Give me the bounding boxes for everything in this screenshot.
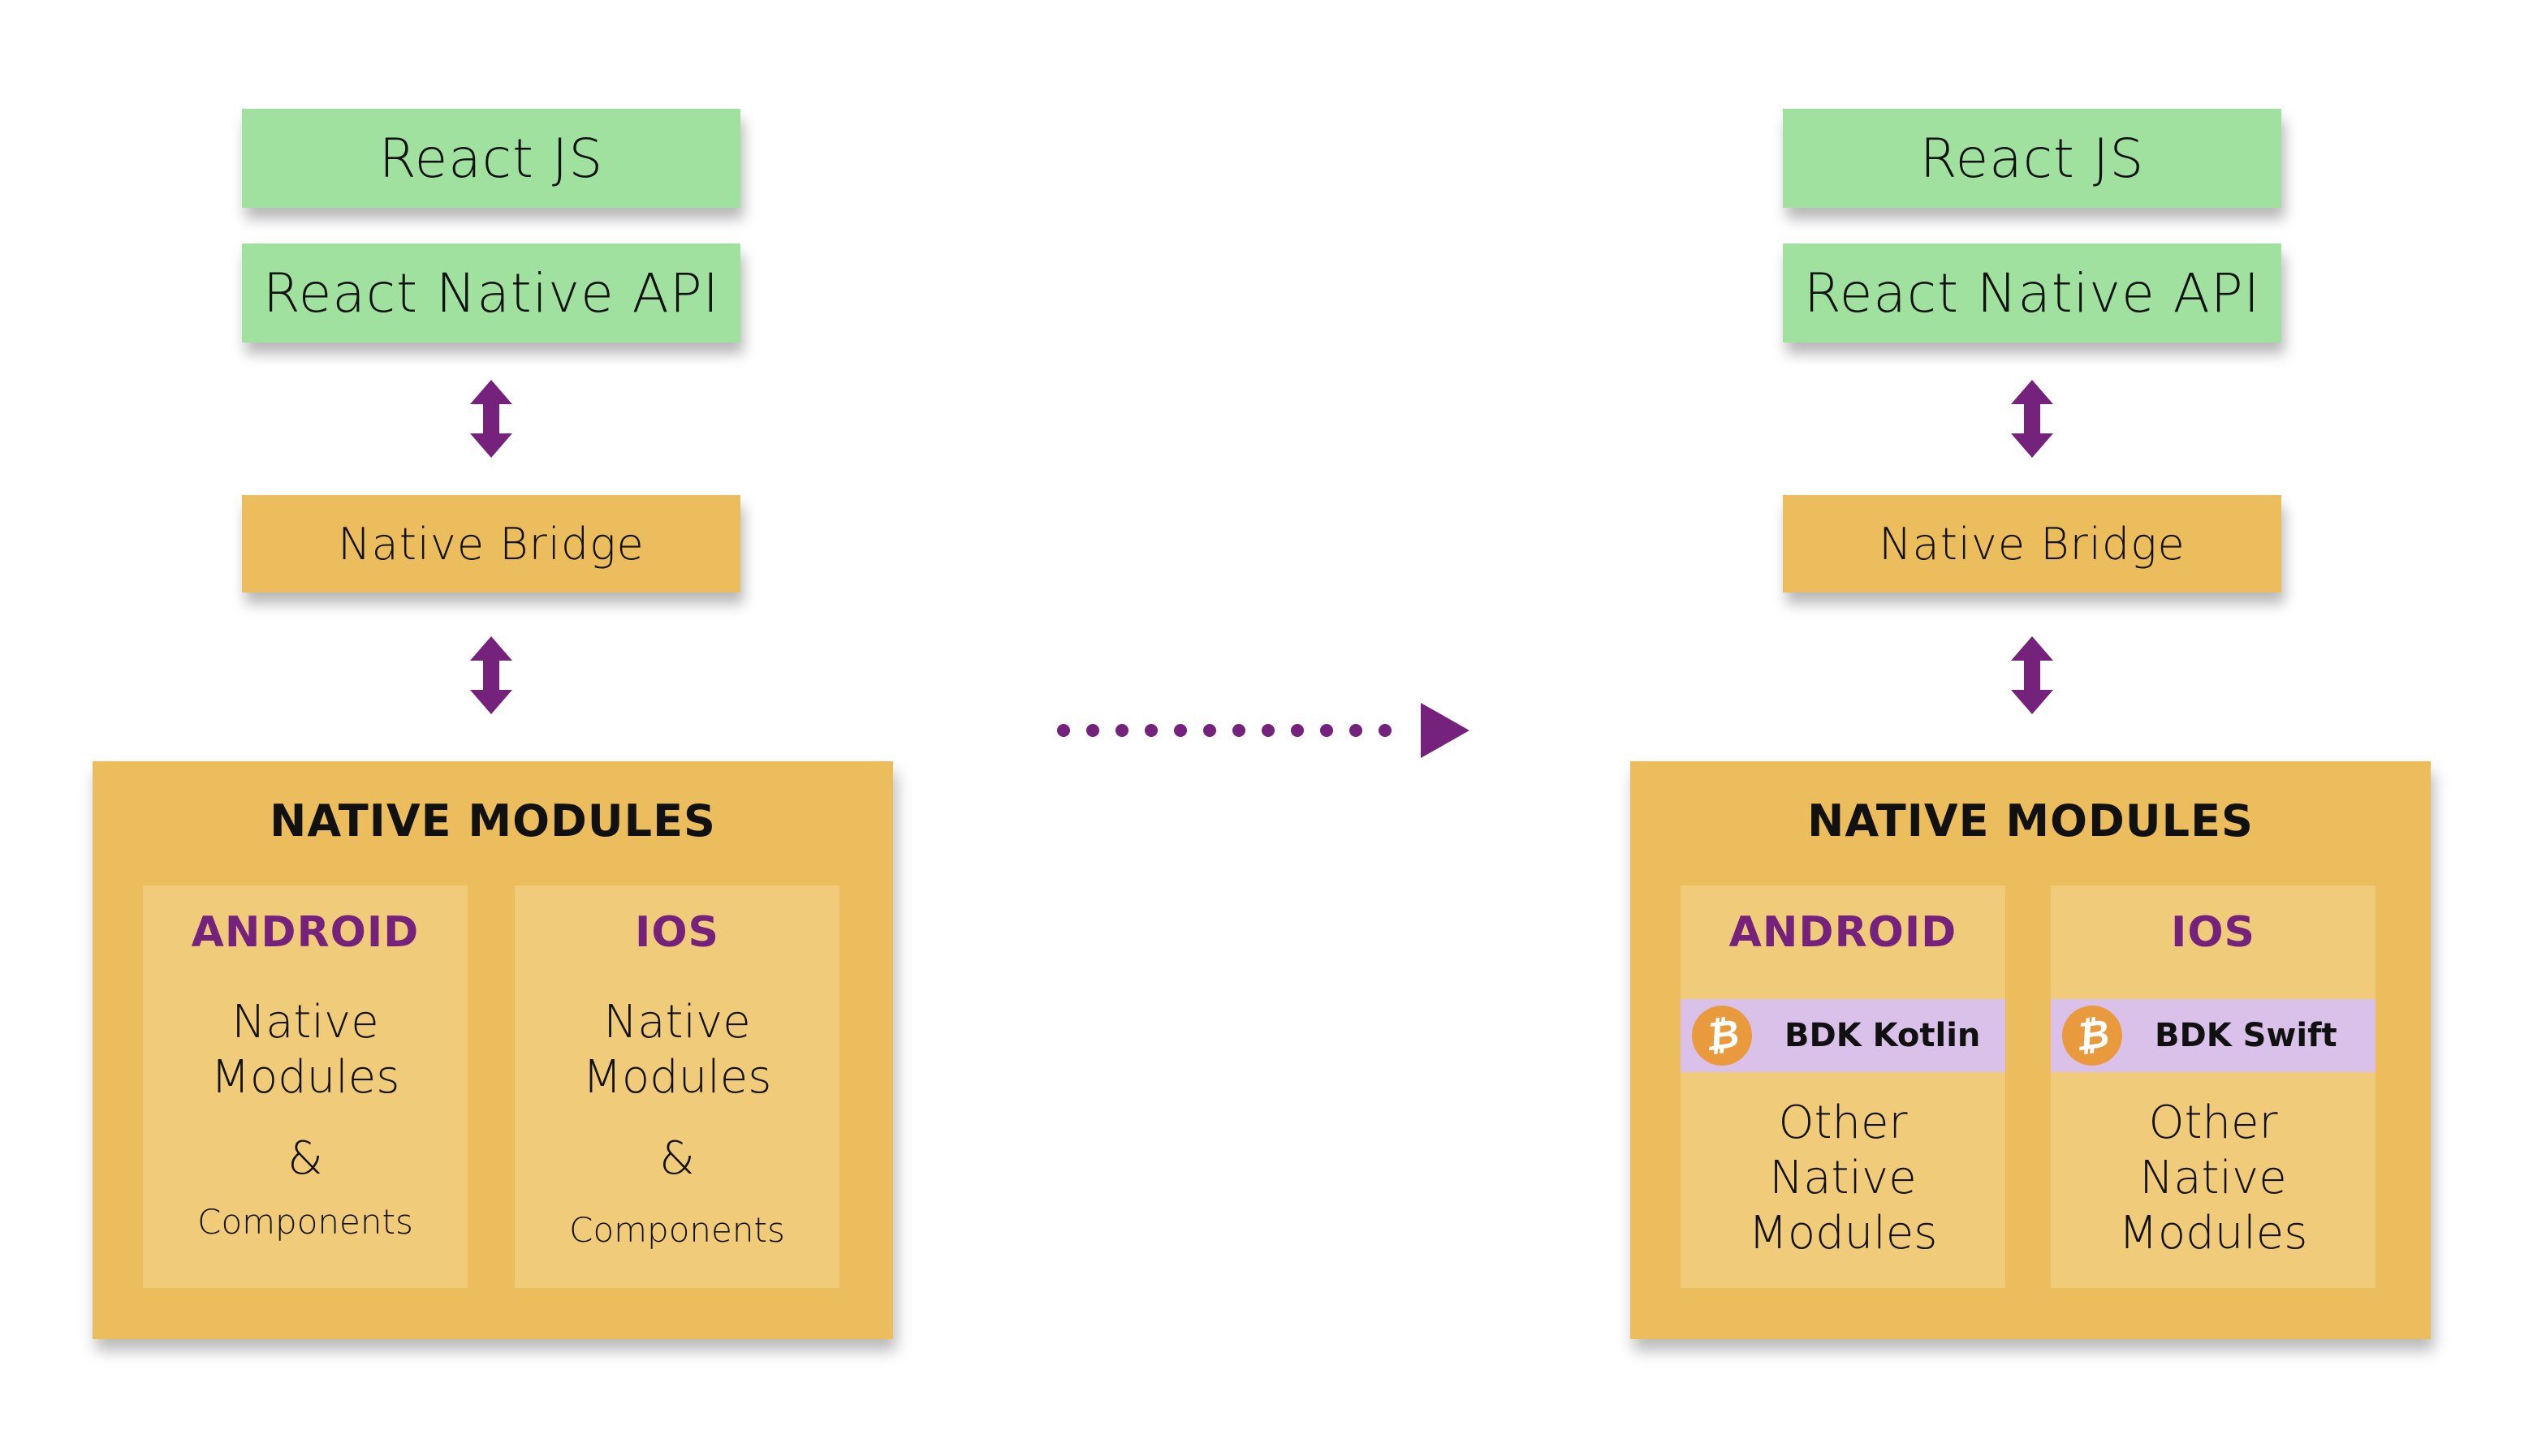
arrow-dot xyxy=(1232,724,1245,737)
android-line: Other xyxy=(1778,1096,1908,1149)
bdk-kotlin-row: ₿ BDK Kotlin xyxy=(1681,999,2005,1072)
react-js-box: React JS xyxy=(242,109,740,208)
bidirectional-arrow-icon xyxy=(470,636,512,714)
bidirectional-arrow-icon xyxy=(470,380,512,458)
android-line: Modules xyxy=(1748,1207,1938,1260)
arrow-dot xyxy=(1320,724,1333,737)
android-title: ANDROID xyxy=(191,908,420,957)
bitcoin-icon: ₿ xyxy=(2058,1002,2126,1070)
native-bridge-label: Native Bridge xyxy=(338,518,645,570)
native-bridge-label: Native Bridge xyxy=(1879,518,2186,570)
transition-arrow xyxy=(1057,703,1469,758)
arrow-dot xyxy=(1086,724,1099,737)
react-native-api-box: React Native API xyxy=(242,243,740,342)
ios-line: Native xyxy=(2139,1152,2287,1204)
arrow-dot xyxy=(1349,724,1362,737)
bdk-swift-label: BDK Swift xyxy=(2155,1017,2337,1054)
ios-line: Modules xyxy=(582,1051,772,1104)
bidirectional-arrow-icon xyxy=(2011,380,2053,458)
android-line: Native xyxy=(231,996,379,1049)
ios-line: Native xyxy=(603,996,751,1049)
arrow-head-icon xyxy=(1421,703,1469,758)
arrow-dot xyxy=(1291,724,1304,737)
arrow-dot xyxy=(1379,724,1392,737)
react-js-label: React JS xyxy=(1919,127,2145,190)
android-line: & xyxy=(287,1132,323,1185)
native-bridge-box: Native Bridge xyxy=(1783,495,2281,592)
ios-panel: IOS Native Modules & Components xyxy=(515,885,839,1288)
ios-title: IOS xyxy=(634,908,719,957)
arrow-dot xyxy=(1115,724,1128,737)
bitcoin-icon: ₿ xyxy=(1688,1002,1756,1070)
bdk-swift-row: ₿ BDK Swift xyxy=(2051,999,2376,1072)
arrow-dot xyxy=(1262,724,1275,737)
arrow-dot xyxy=(1057,724,1070,737)
android-panel: ANDROID Native Modules & Components xyxy=(143,885,468,1288)
react-native-api-label: React Native API xyxy=(1803,261,2261,325)
ios-panel: IOS ₿ BDK Swift Other Native Modules xyxy=(2051,885,2376,1288)
ios-line: Other xyxy=(2148,1096,2278,1149)
android-line: Native xyxy=(1769,1152,1917,1204)
react-native-api-label: React Native API xyxy=(262,261,720,325)
ios-title: IOS xyxy=(2170,908,2255,957)
ios-line: Components xyxy=(569,1210,785,1250)
native-modules-title: NATIVE MODULES xyxy=(1807,795,2254,846)
native-modules-box: NATIVE MODULES ANDROID ₿ BDK Kotlin Othe… xyxy=(1630,761,2431,1339)
arrow-dot xyxy=(1203,724,1216,737)
react-js-label: React JS xyxy=(378,127,604,190)
arrow-dot xyxy=(1145,724,1158,737)
native-bridge-box: Native Bridge xyxy=(242,495,740,592)
android-panel: ANDROID ₿ BDK Kotlin Other Native Module… xyxy=(1681,885,2005,1288)
android-line: Modules xyxy=(210,1051,400,1104)
native-modules-title: NATIVE MODULES xyxy=(270,795,716,846)
bdk-kotlin-label: BDK Kotlin xyxy=(1784,1017,1981,1054)
android-line: Components xyxy=(197,1202,413,1242)
native-modules-box: NATIVE MODULES ANDROID Native Modules & … xyxy=(93,761,893,1339)
bidirectional-arrow-icon xyxy=(2011,636,2053,714)
android-title: ANDROID xyxy=(1728,908,1957,957)
ios-line: & xyxy=(659,1132,695,1185)
react-js-box: React JS xyxy=(1783,109,2281,208)
arrow-dot xyxy=(1174,724,1187,737)
ios-line: Modules xyxy=(2118,1207,2308,1260)
react-native-api-box: React Native API xyxy=(1783,243,2281,342)
